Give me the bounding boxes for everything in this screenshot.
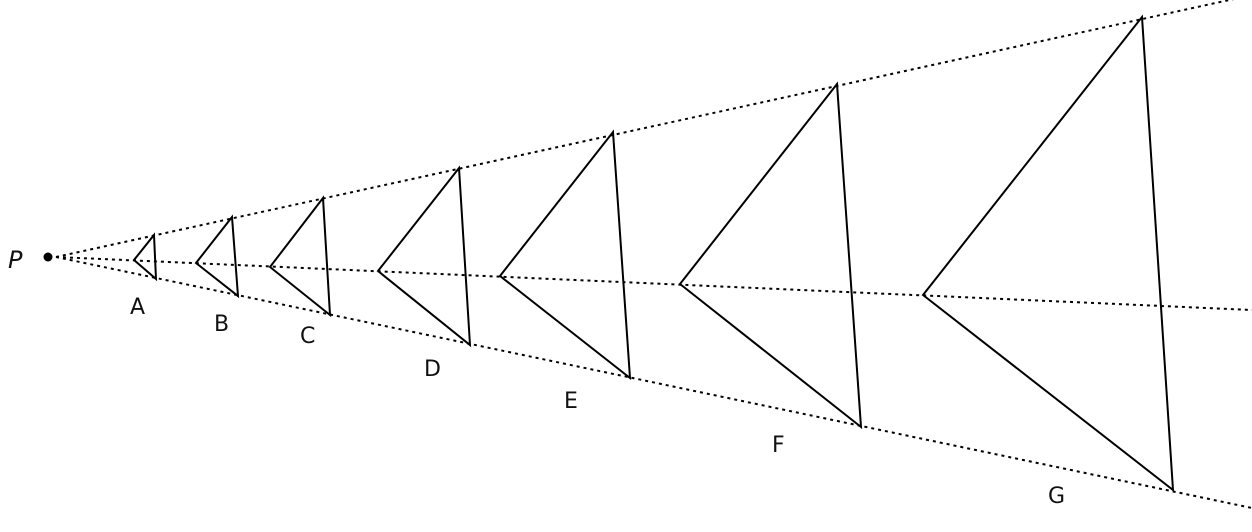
triangle-a	[132, 232, 158, 282]
triangle-f	[678, 81, 863, 430]
triangle-g	[921, 14, 1175, 493]
label-b: B	[214, 312, 229, 337]
lower-ray	[55, 256, 1252, 509]
center-point	[43, 252, 53, 262]
label-g: G	[1048, 484, 1065, 509]
triangle-e	[498, 129, 632, 381]
label-c: C	[300, 324, 315, 349]
label-d: D	[424, 357, 441, 382]
triangle-c	[268, 195, 332, 318]
center-label: P	[8, 246, 23, 274]
triangle-d	[376, 165, 472, 348]
upper-ray	[55, 0, 1234, 258]
label-a: A	[130, 295, 145, 320]
label-e: E	[564, 389, 578, 414]
triangle-b	[194, 214, 240, 299]
label-f: F	[772, 433, 785, 458]
